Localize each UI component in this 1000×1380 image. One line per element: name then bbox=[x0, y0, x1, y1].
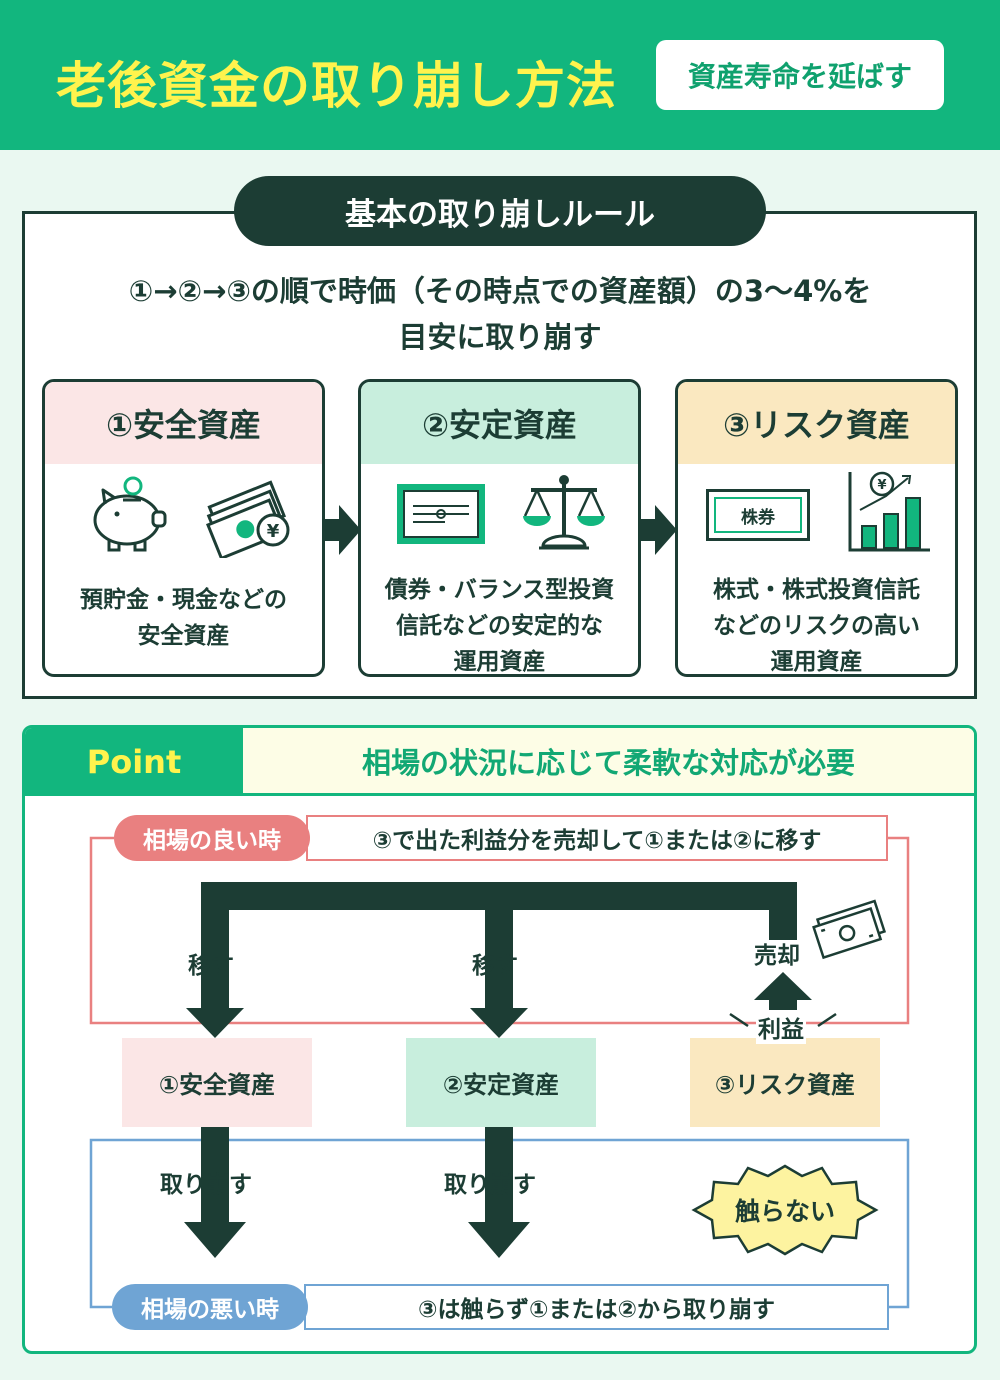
bad-market-text: ③は触らず①または②から取り崩す bbox=[304, 1284, 889, 1330]
no-touch-burst-icon bbox=[691, 1164, 879, 1256]
basic-rule-heading: 基本の取り崩しルール bbox=[234, 176, 766, 246]
basic-rule-line-2: 目安に取り崩す bbox=[398, 320, 602, 354]
move-label-1: 移す bbox=[188, 953, 234, 979]
banknote-icon bbox=[812, 899, 887, 960]
card-risk-asset-desc: 株式・株式投資信託 などのリスクの高い 運用資産 bbox=[678, 572, 955, 675]
transfer-bar bbox=[201, 882, 797, 910]
asset-box-safe: ①安全資産 bbox=[122, 1038, 312, 1127]
card-safe-asset-desc: 預貯金・現金などの 安全資産 bbox=[45, 572, 322, 654]
stock-certificate-icon: 株券 bbox=[706, 489, 810, 541]
card-desc-line: 株式・株式投資信託 bbox=[713, 577, 920, 603]
asset-box-stable: ②安定資産 bbox=[406, 1038, 596, 1127]
card-stable-asset-title: ②安定資産 bbox=[361, 382, 638, 464]
withdraw-arrow-2 bbox=[468, 1222, 530, 1258]
move-label-2: 移す bbox=[472, 953, 518, 979]
card-desc-line: 運用資産 bbox=[453, 649, 546, 675]
subtitle-badge: 資産寿命を延ばす bbox=[656, 40, 944, 110]
card-desc-line: 運用資産 bbox=[770, 649, 863, 675]
stock-certificate-label: 株券 bbox=[714, 497, 802, 533]
rising-bar-chart-icon: ¥ bbox=[848, 471, 930, 552]
profit-label: 利益 bbox=[756, 1010, 806, 1044]
yen-symbol: ¥ bbox=[877, 478, 886, 493]
sell-arrow-up bbox=[754, 972, 812, 1000]
withdraw-label-1: 取り崩す bbox=[160, 1172, 252, 1198]
card-stable-asset: ②安定資産 債券・バランス型投資 信託などの安定的な 運用資産 bbox=[358, 379, 641, 677]
card-safe-asset-title: ①安全資産 bbox=[45, 382, 322, 464]
asset-box-risk: ③リスク資産 bbox=[690, 1038, 880, 1127]
no-touch-label: 触らない bbox=[734, 1197, 835, 1226]
page-title: 老後資金の取り崩し方法 bbox=[56, 57, 617, 115]
sell-label: 売却 bbox=[754, 943, 800, 969]
card-desc-line: 信託などの安定的な bbox=[396, 613, 603, 639]
card-desc-line: 債券・バランス型投資 bbox=[384, 577, 615, 603]
point-heading: 相場の状況に応じて柔軟な対応が必要 bbox=[243, 728, 974, 796]
bad-market-label: 相場の悪い時 bbox=[112, 1284, 308, 1330]
card-stable-asset-icons bbox=[361, 464, 638, 572]
card-desc-line: 安全資産 bbox=[137, 623, 230, 649]
cash-and-coin-icon: ¥ bbox=[206, 480, 290, 558]
bond-certificate-icon bbox=[397, 484, 485, 544]
withdraw-label-2: 取り崩す bbox=[444, 1172, 536, 1198]
card-risk-asset-title: ③リスク資産 bbox=[678, 382, 955, 464]
move-arrow-2 bbox=[470, 1008, 528, 1038]
arrow-right-icon bbox=[323, 505, 361, 555]
basic-rule-line-1: ①→②→③の順で時価（その時点での資産額）の3〜4%を bbox=[128, 274, 872, 308]
balance-scale-icon bbox=[523, 475, 605, 550]
card-safe-asset-icons: ¥ bbox=[45, 464, 322, 572]
basic-rule-description: ①→②→③の順で時価（その時点での資産額）の3〜4%を 目安に取り崩す bbox=[30, 268, 970, 360]
piggy-bank-icon bbox=[93, 476, 167, 552]
header-banner: 老後資金の取り崩し方法 資産寿命を延ばす bbox=[0, 0, 1000, 150]
card-safe-asset: ①安全資産 ¥ 預貯金・現金などの 安全資産 bbox=[42, 379, 325, 677]
withdraw-arrow-1 bbox=[184, 1222, 246, 1258]
good-market-label: 相場の良い時 bbox=[114, 815, 310, 861]
good-market-text: ③で出た利益分を売却して①または②に移す bbox=[306, 815, 888, 861]
point-label: Point bbox=[25, 728, 243, 796]
card-desc-line: 預貯金・現金などの bbox=[80, 587, 287, 613]
yen-symbol: ¥ bbox=[267, 521, 280, 542]
move-arrow-1 bbox=[186, 1008, 244, 1038]
card-stable-asset-desc: 債券・バランス型投資 信託などの安定的な 運用資産 bbox=[361, 572, 638, 675]
arrow-right-icon bbox=[639, 505, 677, 555]
card-risk-asset: ③リスク資産 株券 ¥ 株式・株式投資信託 などのリスクの高い 運用資産 bbox=[675, 379, 958, 677]
card-risk-asset-icons: 株券 ¥ bbox=[678, 464, 955, 572]
card-desc-line: などのリスクの高い bbox=[713, 613, 920, 639]
